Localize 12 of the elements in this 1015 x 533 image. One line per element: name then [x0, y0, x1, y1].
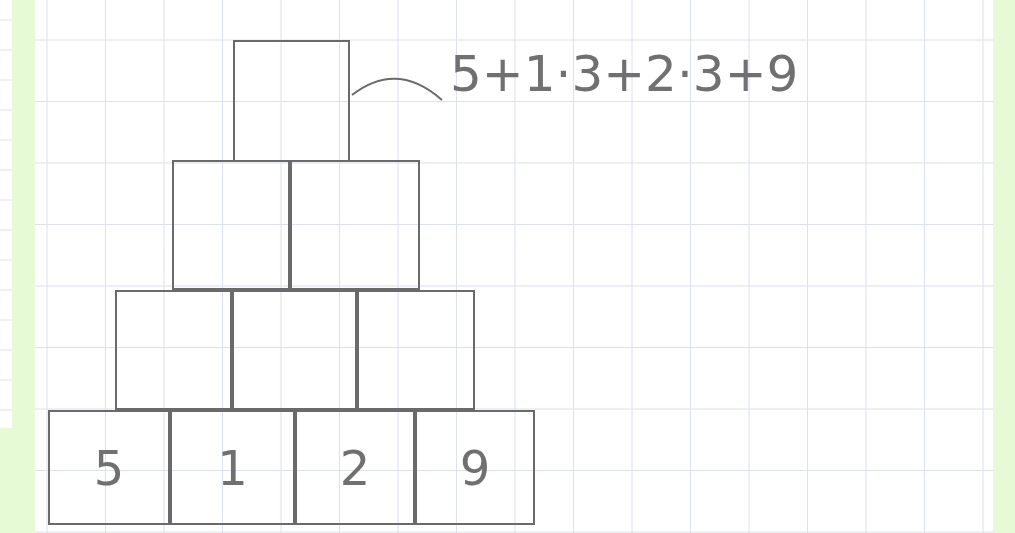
pyramid-cell: [290, 160, 420, 290]
pyramid-cell: [172, 160, 290, 290]
number-cell: 1: [170, 410, 295, 525]
pyramid-cell: [233, 40, 350, 162]
number-cell: 9: [415, 410, 535, 525]
leader-line: [351, 77, 443, 101]
number-cell: 5: [48, 410, 170, 525]
pyramid-cell: [115, 290, 232, 410]
pyramid-cell: [232, 290, 357, 410]
formula-text: 5+1·3+2·3+9: [450, 45, 799, 103]
number-cell: 2: [295, 410, 415, 525]
pyramid-cell: [357, 290, 475, 410]
